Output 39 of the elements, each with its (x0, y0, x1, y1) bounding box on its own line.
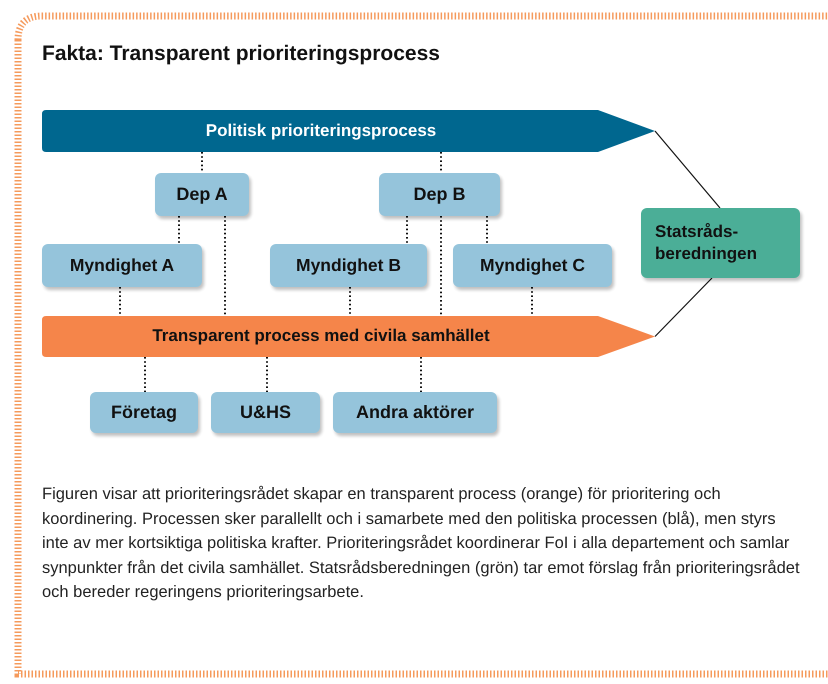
node-label: Företag (110, 400, 177, 424)
node-label: Myndighet C (480, 254, 585, 277)
dotted-connector (224, 216, 226, 316)
actor-box (90, 392, 198, 433)
connector-line (654, 278, 712, 337)
dotted-connector (440, 152, 442, 173)
caption: Figuren visar att prioriteringsrådet skapar en transparent process (orange) för prioritering och koordinering. Processen sker parallellt och i samarbete med den politiska processen (blå), men styrs inte av mer kortsiktiga politiska krafter. Prioriteringsrådet koordinerar FoI i alla departement och samlar synpunkter från det civila samhället. Statsrådsberedningen (grön) tar emot förslag från prioriteringsrådet och bereder regeringens prioriteringsarbete. (42, 484, 801, 603)
node-label: Dep B (413, 182, 466, 206)
node-label: Dep A (176, 182, 228, 206)
department-box (379, 173, 500, 216)
dotted-connector (486, 216, 488, 244)
node-label: Andra aktörer (356, 400, 474, 424)
actor-box (211, 392, 320, 433)
dotted-connector (440, 216, 442, 316)
process-arrow-band (42, 316, 655, 357)
agency-box (270, 244, 427, 287)
dotted-connector (119, 287, 121, 316)
dotted-connector (178, 216, 180, 244)
agency-box (453, 244, 612, 287)
actor-box (333, 392, 497, 433)
dotted-connector (349, 287, 351, 316)
title: Fakta: Transparent prioriteringsprocess (42, 42, 440, 66)
node-label: U&HS (240, 400, 291, 424)
node-label: Myndighet B (296, 254, 401, 277)
node-label: Politisk prioriteringsprocess (206, 120, 436, 142)
node-label: Transparent process med civila samhället (152, 325, 490, 348)
process-arrow-band (42, 110, 655, 152)
connector-line (654, 130, 720, 208)
node-label: Myndighet A (70, 254, 174, 277)
dotted-connector (201, 152, 203, 173)
dotted-connector (266, 357, 268, 392)
department-box (155, 173, 249, 216)
agency-box (42, 244, 202, 287)
council-box (641, 208, 800, 278)
dotted-connector (144, 357, 146, 392)
node-label: Statsråds- beredningen (655, 220, 758, 265)
dotted-connector (531, 287, 533, 316)
dotted-connector (420, 357, 422, 392)
dotted-connector (406, 216, 408, 244)
